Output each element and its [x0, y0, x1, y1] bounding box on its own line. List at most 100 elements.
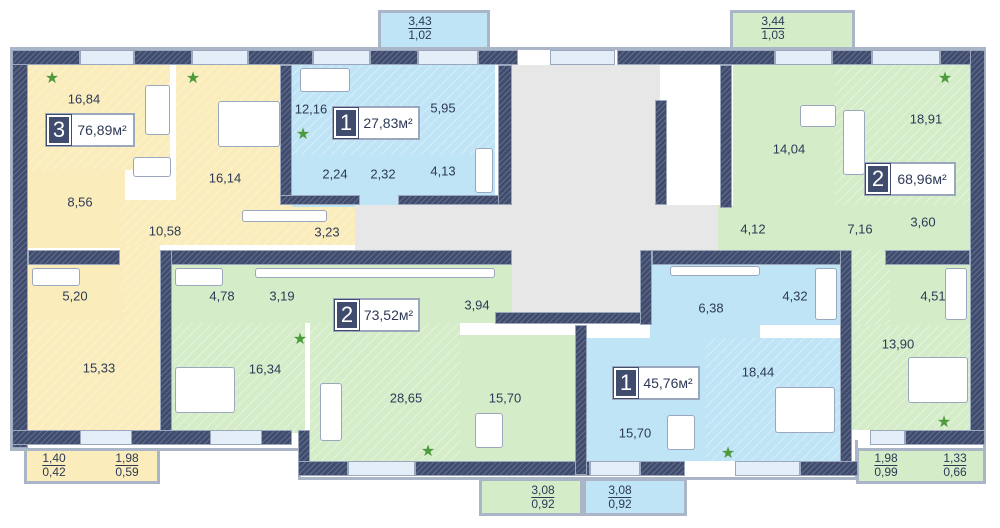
room-count: 3 [46, 114, 72, 146]
wall [720, 65, 732, 208]
wall [280, 65, 292, 205]
room-area: 3,60 [910, 214, 936, 230]
apt2r-hall[interactable] [718, 205, 970, 250]
window [590, 461, 640, 476]
window [348, 461, 415, 476]
balcony-bottom-center-right[interactable] [583, 478, 687, 516]
apartment-badge[interactable]: 1 45,76м² [612, 366, 700, 400]
room-area: 5,20 [62, 288, 88, 304]
wall [298, 461, 348, 476]
star-icon: ★ [936, 414, 952, 431]
room-area: 15,33 [82, 360, 116, 376]
wall [800, 461, 858, 476]
apartment-badge[interactable]: 3 76,89м² [45, 113, 135, 147]
wardrobe [242, 210, 327, 222]
wall [370, 50, 418, 65]
dining-table [475, 413, 503, 448]
bathtub [945, 268, 967, 320]
room-area: 8,56 [67, 194, 93, 210]
wall [905, 430, 985, 445]
window [192, 50, 248, 65]
apt3-bedroom-2[interactable] [28, 320, 160, 430]
stair-hall [512, 65, 660, 320]
wall [840, 250, 852, 465]
sofa [300, 68, 350, 92]
wall [652, 250, 848, 265]
total-area: 68,96м² [897, 171, 947, 187]
wall [832, 50, 872, 65]
apt1b-hall[interactable] [650, 265, 760, 340]
apt3-kitchen[interactable] [28, 170, 125, 248]
wall [280, 195, 360, 205]
window [870, 430, 905, 445]
sofa [843, 110, 865, 175]
apt3-hall[interactable] [120, 200, 355, 245]
window [313, 50, 370, 65]
apt2r-corridor[interactable] [850, 250, 890, 330]
balcony-top-left[interactable] [378, 10, 490, 50]
room-area: 4,78 [209, 288, 235, 304]
star-icon: ★ [295, 126, 311, 143]
window [80, 50, 134, 65]
wardrobe [670, 266, 760, 276]
star-icon: ★ [292, 331, 308, 348]
room-area: 4,32 [782, 288, 808, 304]
wall [575, 325, 587, 475]
room-area: 3,23 [314, 224, 340, 240]
room-area: 28,65 [389, 390, 423, 406]
window [872, 50, 940, 65]
wall [478, 50, 518, 65]
apartment-badge[interactable]: 2 68,96м² [864, 162, 956, 196]
room-count: 2 [865, 163, 891, 195]
bed [218, 101, 280, 147]
apartment-badge[interactable]: 1 27,83м² [332, 106, 420, 140]
star-icon: ★ [937, 70, 953, 87]
bathtub [175, 268, 223, 286]
room-area: 4,51 [920, 288, 946, 304]
apt2r-kitchen[interactable] [733, 65, 835, 205]
bathtub [815, 268, 837, 320]
room-count: 2 [334, 299, 360, 331]
star-icon: ★ [420, 443, 436, 460]
sofa [320, 383, 342, 441]
window [735, 461, 800, 476]
wall [134, 50, 192, 65]
room-area: 16,14 [208, 170, 242, 186]
wall [160, 250, 172, 440]
apartment-badge[interactable]: 2 73,52м² [333, 298, 420, 332]
room-area: 14,04 [772, 141, 806, 157]
window [775, 50, 832, 65]
room-area: 12,16 [294, 101, 328, 117]
dining-table [133, 157, 171, 177]
bed [775, 387, 835, 433]
wall [617, 50, 775, 65]
balcony-top-right[interactable] [730, 10, 855, 50]
room-area: 3,19 [269, 288, 295, 304]
room-area: 2,32 [370, 166, 396, 182]
sofa [145, 85, 170, 135]
room-area: 5,95 [430, 100, 456, 116]
room-area: 16,34 [248, 361, 282, 377]
wall [248, 50, 313, 65]
star-icon: ★ [185, 70, 201, 87]
bed [175, 367, 235, 413]
dining-table [800, 105, 836, 127]
room-area: 4,13 [430, 163, 456, 179]
room-area: 18,91 [909, 111, 943, 127]
wall [398, 195, 508, 205]
bathtub [475, 148, 493, 193]
wall [640, 461, 685, 476]
room-area: 2,24 [322, 166, 348, 182]
bathtub [32, 268, 80, 286]
room-area: 10,58 [148, 223, 182, 239]
room-area: 16,84 [67, 91, 101, 107]
wall [12, 50, 28, 448]
wall [160, 250, 512, 265]
bed [908, 357, 968, 403]
wardrobe [255, 268, 495, 278]
window [550, 50, 615, 65]
